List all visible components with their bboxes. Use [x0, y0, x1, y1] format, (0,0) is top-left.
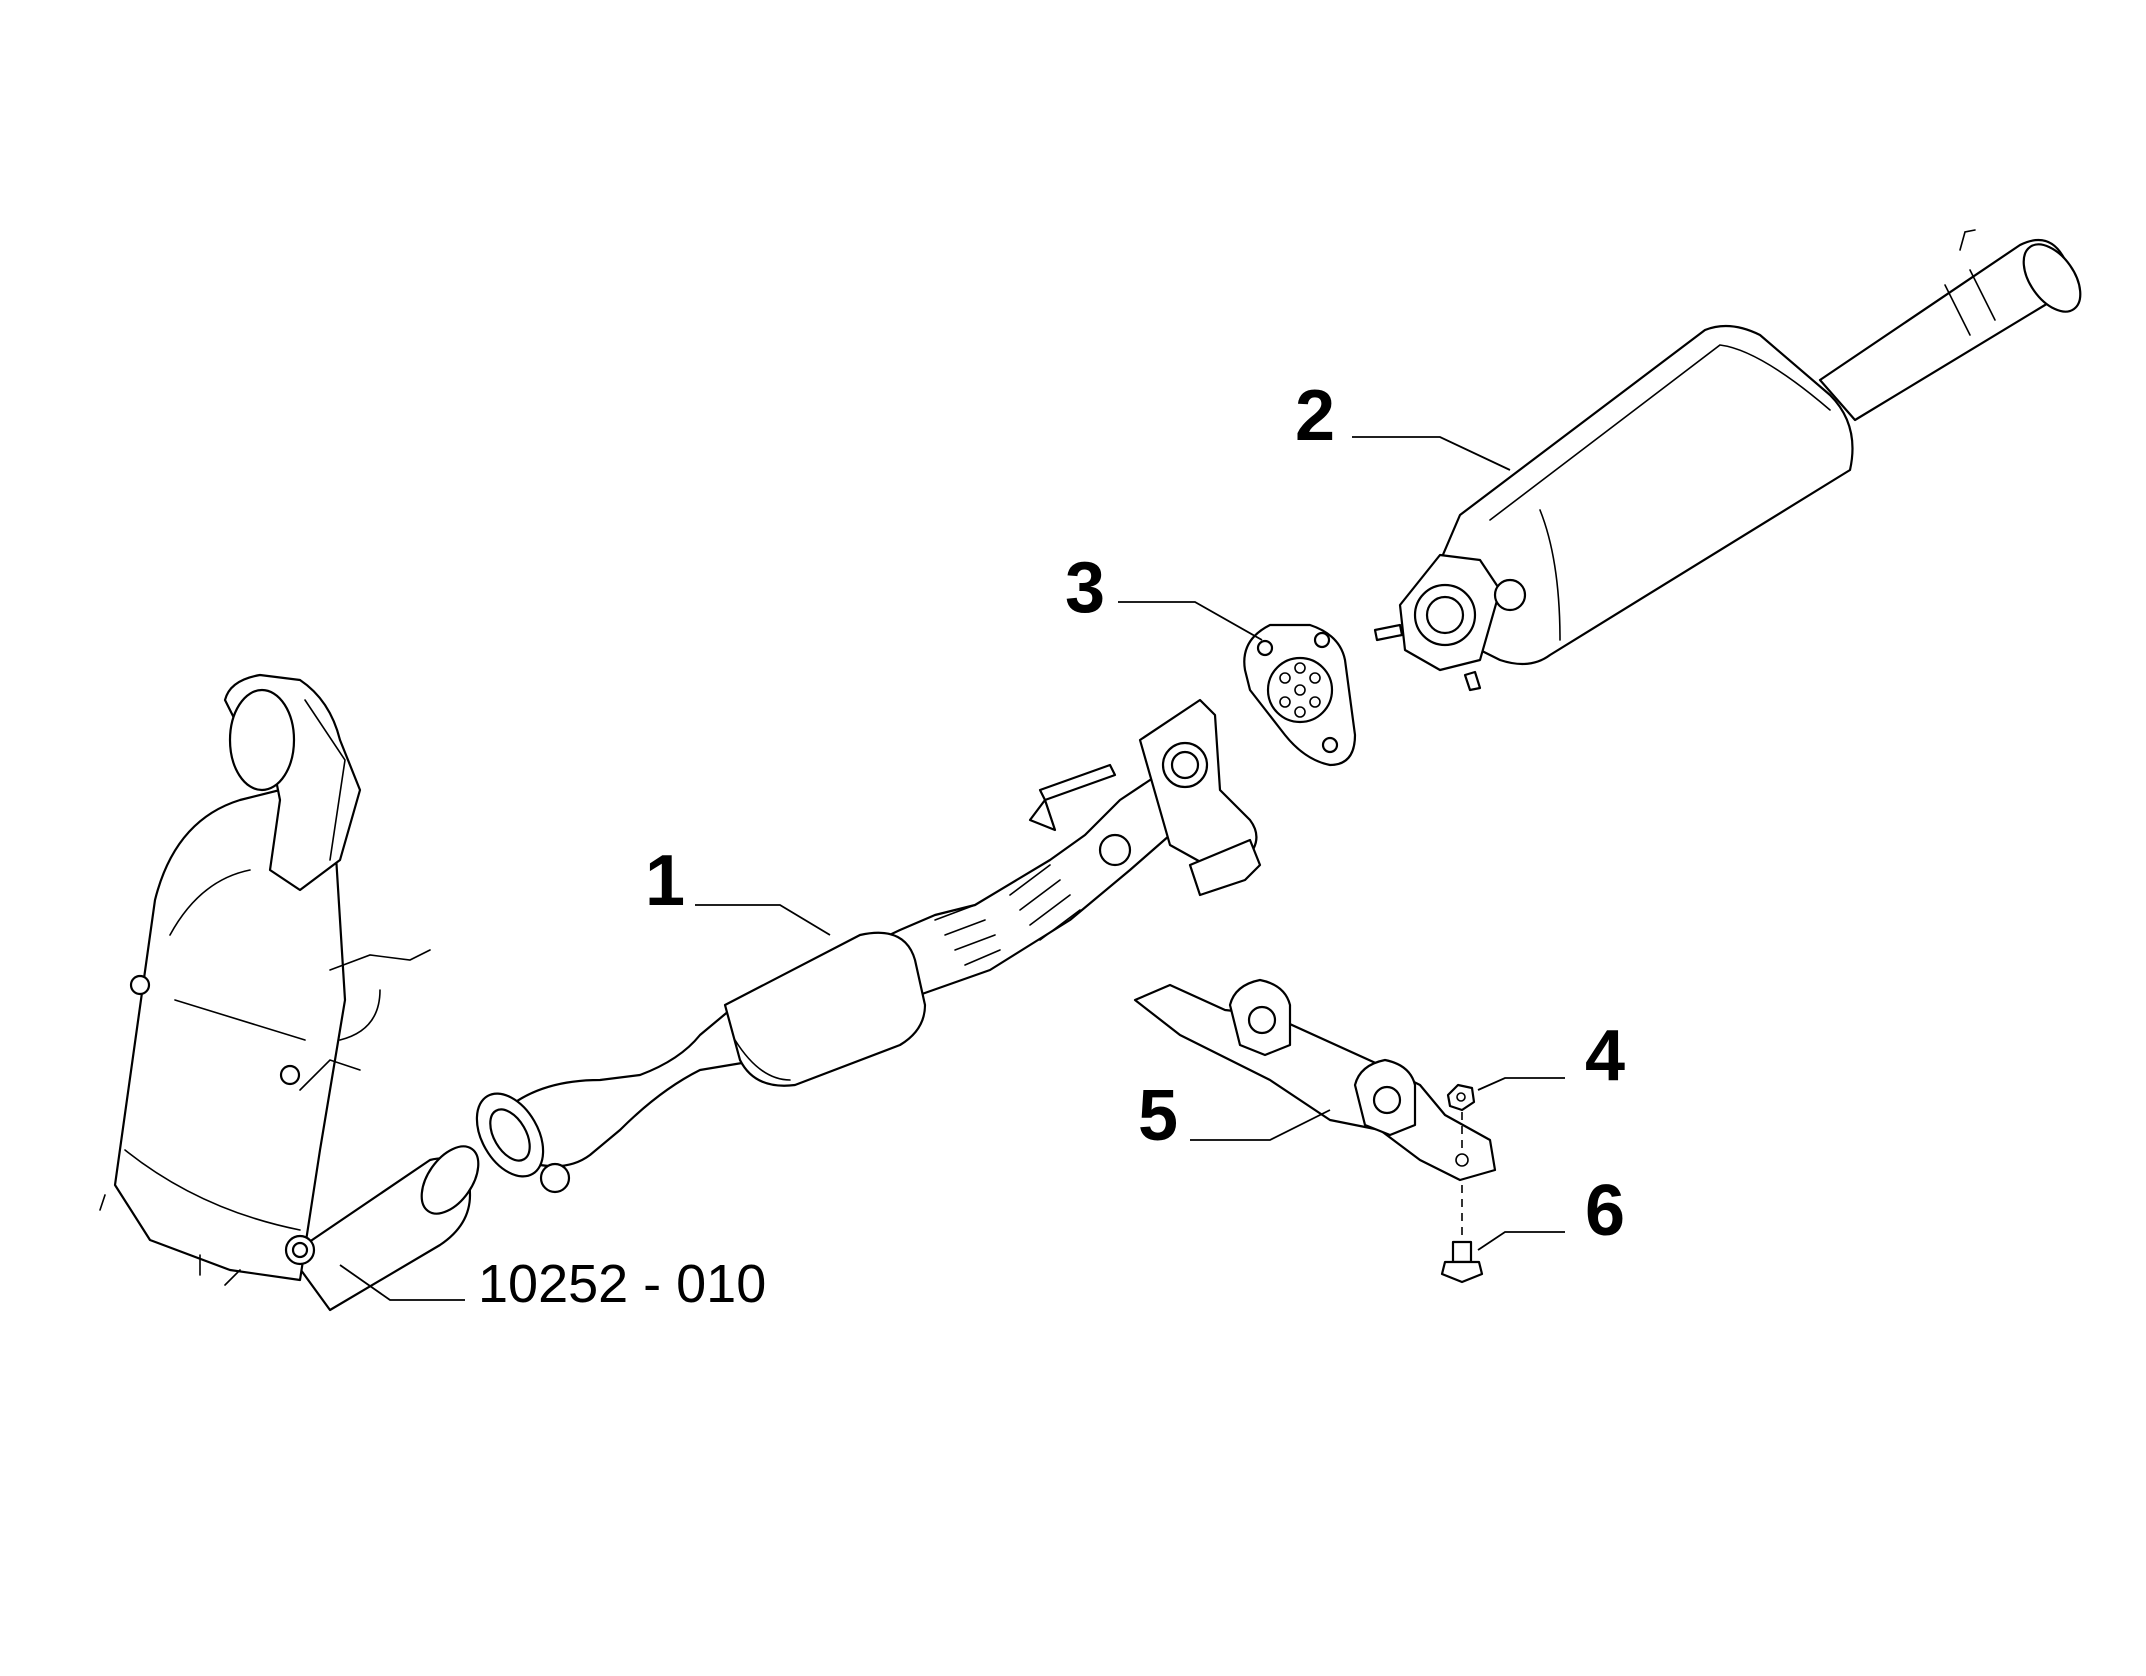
- part-4-nut: [1446, 1077, 1565, 1150]
- callout-1: 1: [645, 841, 685, 921]
- part-6-bolt: [1440, 1185, 1565, 1284]
- reference-code-label: 10252 - 010: [478, 1254, 766, 1314]
- callout-6: 6: [1585, 1171, 1625, 1251]
- callout-4: 4: [1585, 1016, 1625, 1096]
- part-2-rear-silencer: [1352, 229, 2082, 692]
- part-5-bracket: [1133, 978, 1497, 1182]
- part-1-front-pipe: [475, 698, 1262, 1194]
- reference-catalytic-converter: [99, 673, 480, 1312]
- callout-2: 2: [1295, 376, 1335, 456]
- callout-5: 5: [1138, 1076, 1178, 1156]
- part-3-gasket: [1118, 601, 1357, 767]
- callout-3: 3: [1065, 548, 1105, 628]
- callout-labels: 1 2 3 4 5 6 10252 - 010: [478, 376, 1625, 1314]
